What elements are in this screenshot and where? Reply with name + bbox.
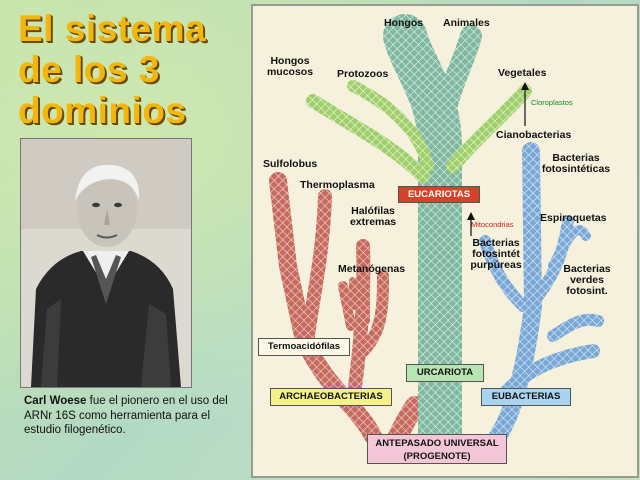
label-halofilas-line1: Halófilas	[351, 205, 395, 217]
label-bacterias-verdes: Bacterias verdes fotosint.	[558, 264, 616, 297]
tree-of-life-diagram: Hongos Animales Hongos mucosos Protozoos…	[251, 4, 639, 478]
label-hongos-mucosos-line2: mucosos	[266, 66, 314, 78]
title-line-3: dominios	[18, 90, 187, 131]
archaea-branches	[269, 172, 425, 456]
label-espiroquetas: Espiroquetas	[540, 212, 607, 224]
title-line-2: de los 3	[18, 49, 160, 90]
label-bact-verdes-line2: verdes	[570, 274, 604, 286]
label-bacterias-fotosinteticas: Bacterias fotosintéticas	[536, 153, 616, 175]
label-bact-verdes-line1: Bacterias	[563, 263, 611, 275]
label-hongos-mucosos: Hongos mucosos	[265, 56, 315, 78]
label-metanogenas: Metanógenas	[338, 263, 406, 275]
label-bact-purp-line3: purpúreas	[470, 259, 522, 271]
tree-branches	[269, 14, 604, 458]
slide-title: El sistema de los 3 dominios	[18, 8, 238, 131]
portrait-image	[21, 139, 191, 387]
title-line-1: El sistema	[18, 8, 207, 49]
label-bact-fotosint-line2: fotosintéticas	[541, 163, 611, 175]
label-cianobacterias: Cianobacterias	[496, 129, 572, 141]
caption-name: Carl Woese	[24, 395, 87, 407]
label-bact-fotosint-line1: Bacterias	[552, 152, 600, 164]
label-mitocondrias: Mitocondrias	[471, 220, 514, 229]
label-cloroplastos: Cloroplastos	[531, 98, 573, 107]
label-bacterias-purpureas: Bacterias fotosintét purpúreas	[466, 238, 526, 271]
label-bact-purp-line2: fotosintét	[472, 248, 520, 260]
archaeobacterias-box: ARCHAEOBACTERIAS	[270, 388, 392, 406]
label-thermoplasma: Thermoplasma	[300, 179, 375, 191]
label-bact-verdes-line3: fotosint.	[566, 285, 608, 297]
label-protozoos: Protozoos	[337, 68, 389, 80]
antepasado-universal-box: ANTEPASADO UNIVERSAL (PROGENOTE)	[367, 434, 507, 464]
label-hongos-mucosos-line1: Hongos	[270, 55, 310, 67]
urcariota-box: URCARIOTA	[406, 364, 484, 382]
label-halofilas-line2: extremas	[349, 216, 397, 228]
label-animales: Animales	[443, 17, 490, 29]
label-halofilas-extremas: Halófilas extremas	[341, 206, 405, 228]
portrait-photo	[20, 138, 192, 388]
caption-text: fue el pionero en el uso del ARNr 16S co…	[24, 395, 228, 436]
label-hongos: Hongos	[384, 17, 424, 29]
label-sulfolobus: Sulfolobus	[263, 158, 318, 170]
photo-caption: Carl Woese fue el pionero en el uso del …	[24, 394, 234, 438]
label-vegetales: Vegetales	[498, 67, 547, 79]
bacteria-branches	[479, 142, 604, 445]
eukarya-side-branches	[306, 80, 532, 183]
antepasado-line1: ANTEPASADO UNIVERSAL	[375, 438, 499, 449]
label-bact-purp-line1: Bacterias	[472, 237, 520, 249]
eubacterias-box: EUBACTERIAS	[481, 388, 571, 406]
antepasado-line2: (PROGENOTE)	[403, 451, 471, 462]
eukarya-trunk	[383, 14, 482, 458]
termoacidofilas-box: Termoacidófilas	[258, 338, 350, 356]
eucariotas-box: EUCARIOTAS	[398, 186, 480, 203]
